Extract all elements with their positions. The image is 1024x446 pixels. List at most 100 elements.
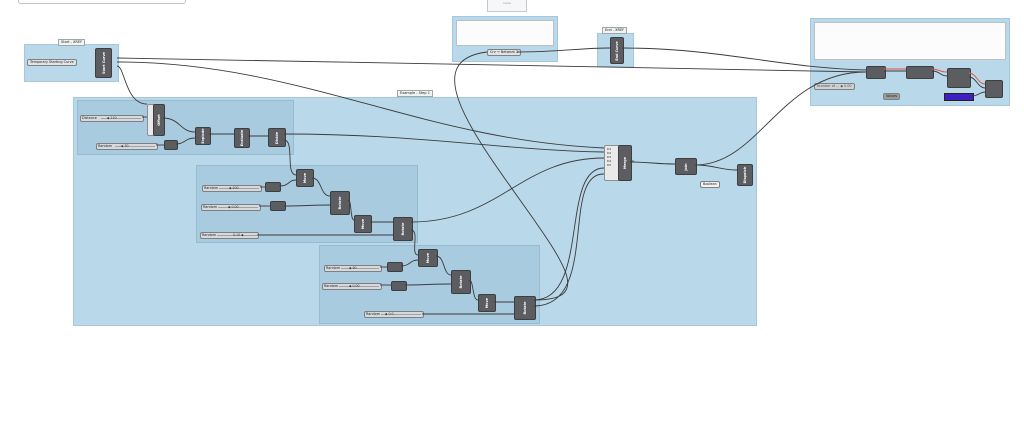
random-slider-5-value: ◆ 90 [349,266,357,270]
wire-move1-to-rotate1 [311,177,331,197]
merge-port-d1[interactable]: D1 [607,147,612,151]
wire-start-to-offset [116,65,148,105]
wire-rotate3-to-move4 [468,279,479,301]
random-slider-3-value: ◆ 0.00 [228,205,239,209]
distance-slider-track[interactable] [101,118,141,119]
random-slider-4-value: 0.10 ◆ [233,233,244,237]
random-slider-5[interactable]: Random ◆ 90 [324,265,382,272]
random-slider-7-label: Random [366,312,381,316]
random-slider-2-track[interactable] [219,188,259,189]
wire-join-to-dispatch [694,164,738,171]
rotate-component-2[interactable]: Rotate [393,217,413,241]
wire-move3-to-rotate3 [435,255,452,276]
right-number-param[interactable]: Number of ... ◆ 0.00 [814,83,855,90]
wire-rotate1-to-move2 [347,199,355,221]
random-slider-7-track[interactable] [381,314,421,315]
wire-small2 [278,179,297,187]
right-text-panel [814,22,1006,60]
start-group-label: Start - XREF [58,39,86,46]
random-slider-6[interactable]: Random ◆ 0.00 [322,283,382,290]
random-slider-4[interactable]: Random 0.10 ◆ [200,232,259,239]
explode-component[interactable]: Explode [195,127,211,145]
main-group-label: Example - Step 1 [397,90,433,97]
top-left-panel [18,0,186,4]
join-component[interactable]: Join [675,158,697,175]
merge-port-d4[interactable]: D4 [607,159,612,163]
merge-port-d3[interactable]: D3 [607,155,612,159]
wire-small5 [404,283,452,286]
right-comp-4[interactable] [985,80,1003,98]
top-center-text-panel [456,20,554,46]
boolean-toggle[interactable]: Boolean [700,181,720,188]
random-slider-4-label: Random [202,233,217,237]
wire-rotate2-to-move3 [410,229,419,256]
random-slider-7-value: ◆ 0.0 [385,312,394,316]
random-slider-1-value: ◆ 30 [121,144,129,148]
end-group-label: End - XREF [602,27,628,34]
merge-component[interactable]: Merge [618,145,632,181]
right-comp-1[interactable] [866,66,886,79]
rotate-component-4[interactable]: Rotate [514,296,536,320]
merge-port-d5[interactable]: D5 [607,163,612,167]
end-curve-component[interactable]: End Curve [610,37,624,64]
start-curve-component[interactable]: Start Curve [95,48,112,78]
wire-start-to-merge [116,61,605,149]
random-slider-4-track[interactable] [217,235,257,236]
wire-small4 [400,259,419,267]
distance-slider-value: ◆ 110 [107,116,117,120]
random-slider-3[interactable]: Random ◆ 0.00 [201,204,261,211]
wire-divide-to-move1 [283,139,297,176]
offset-component[interactable]: Offset [153,104,165,136]
divide-component[interactable]: Divide [268,128,286,147]
evaluate-component[interactable]: Evaluate [234,128,250,148]
color-swatch[interactable] [944,93,974,101]
move-component-2[interactable]: Move [354,215,372,233]
wire-right-red-3 [968,72,986,85]
random-slider-6-value: ◆ 0.00 [349,284,360,288]
wire-join-to-right [694,71,867,166]
wire-rotate4-to-merge [533,167,605,301]
random-slider-2-label: Random [204,186,219,190]
wire-offset-to-explode [162,117,196,133]
rotate-component-3[interactable]: Rotate [451,270,471,294]
random-slider-6-track[interactable] [339,286,379,287]
right-comp-2[interactable] [906,66,934,79]
random-slider-6-label: Random [324,284,339,288]
wire-right-3 [968,76,986,89]
wire-start-to-right [116,57,867,73]
wire-rotate2-to-merge [410,157,605,223]
wire-right-4 [971,91,986,97]
wire-end-to-right [621,47,867,71]
merge-port-d2[interactable]: D2 [607,151,612,155]
wire-divide-to-merge [283,133,605,153]
small-comp-5[interactable] [391,281,407,291]
random-slider-2[interactable]: Random ◆ 400 [202,185,262,192]
random-slider-1-label: Random [98,144,113,148]
small-comp-1[interactable] [164,140,178,150]
right-values-param[interactable]: Values [883,93,901,100]
dispatch-component[interactable]: Dispatch [737,164,753,186]
random-slider-3-track[interactable] [218,207,258,208]
wire-merge-to-join [629,161,676,165]
small-comp-2[interactable] [265,182,281,192]
random-slider-3-label: Random [203,205,218,209]
curve-network-param[interactable]: Crv → Network 2 [487,49,522,56]
wire-right-red-2 [931,68,948,73]
wire-right-2 [931,70,948,77]
wire-curve-to-end [516,47,611,53]
top-center-panel-text: Curve [503,2,511,5]
wire-small3 [283,204,331,207]
random-slider-1-track[interactable] [115,146,155,147]
move-component-4[interactable]: Move [478,294,496,312]
distance-slider[interactable]: Distance ◆ 110 [80,115,144,122]
merge-port-r[interactable]: R [632,159,635,163]
move-component-3[interactable]: Move [418,249,438,267]
random-slider-1[interactable]: Random ◆ 30 [96,143,158,150]
distance-slider-label: Distance [82,116,97,120]
random-slider-5-track[interactable] [341,268,379,269]
right-comp-3[interactable] [947,68,971,88]
temporary-curve-param[interactable]: Temporary Starting Curve [27,59,77,66]
small-comp-4[interactable] [387,262,403,272]
random-slider-7[interactable]: Random ◆ 0.0 [364,311,424,318]
